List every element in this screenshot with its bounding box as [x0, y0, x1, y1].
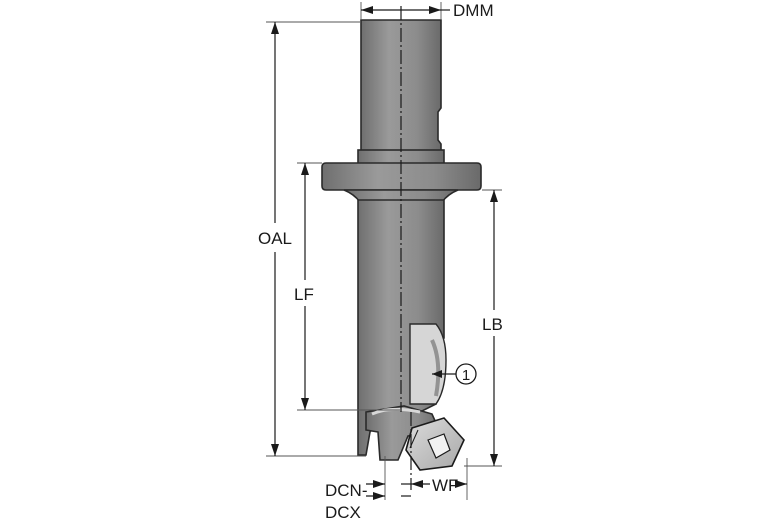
tool-tip [365, 405, 442, 461]
pocket-shading [430, 339, 441, 397]
callout-circle [455, 363, 477, 385]
lb-dimension: LB [464, 189, 503, 467]
dcn-label-line1: DCN- [325, 481, 368, 500]
dmm-label: DMM [453, 1, 494, 20]
insert [405, 417, 465, 471]
lf-dimension: LF [294, 162, 400, 411]
oal-label: OAL [258, 229, 292, 248]
lb-label: LB [482, 315, 503, 334]
callout-1: 1 [432, 363, 477, 385]
oal-dimension: OAL [258, 21, 366, 457]
dmm-dimension: DMM [360, 1, 494, 20]
callout-number: 1 [462, 367, 470, 384]
chip-pocket [409, 323, 447, 405]
wf-dcn-dimension: WF DCN- DCX [325, 456, 468, 522]
dcn-label-line2: DCX [325, 503, 361, 522]
lf-label: LF [294, 285, 314, 304]
flange-collar [321, 162, 482, 191]
wf-label: WF [432, 476, 458, 495]
tip-highlight [371, 407, 421, 416]
